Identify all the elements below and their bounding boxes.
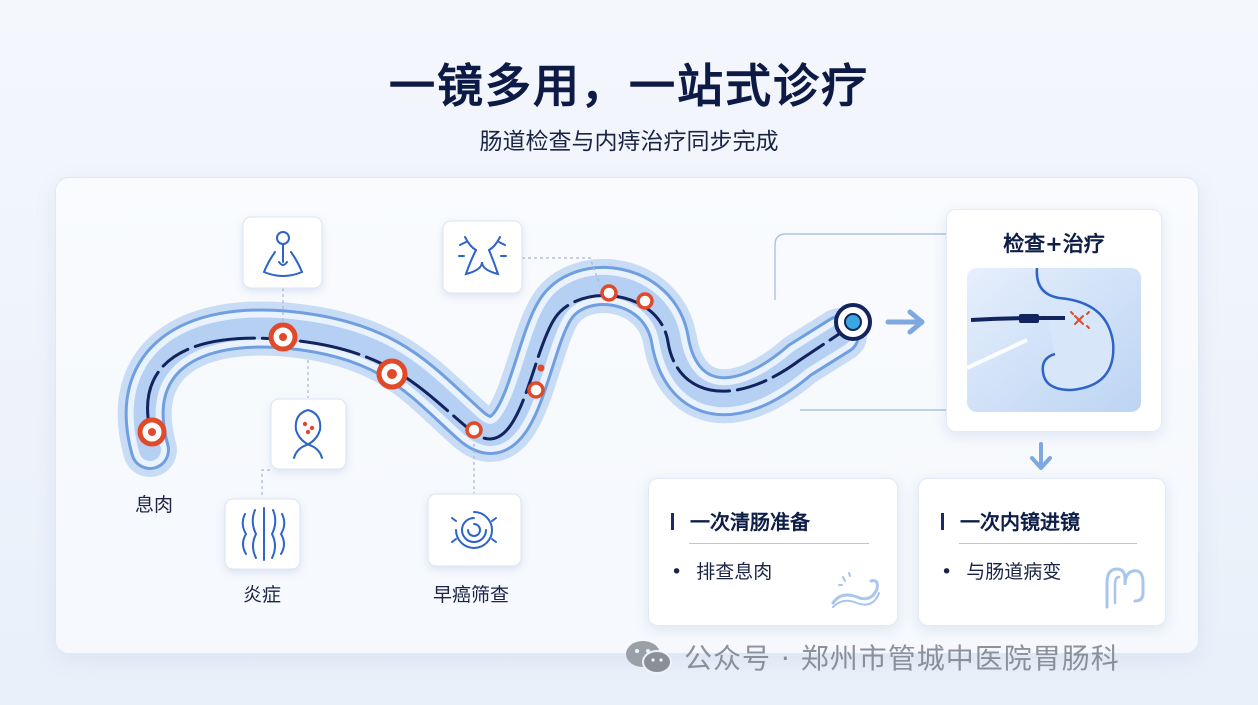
polyp-marker [137, 417, 167, 447]
colon-tube [117, 259, 867, 477]
screening-icon [451, 511, 497, 549]
lesion-marker [465, 421, 483, 439]
label-screening: 早癌筛查 [433, 584, 510, 606]
icon-card-inflammation [270, 398, 347, 470]
arrow-right-icon [885, 309, 925, 335]
divider [959, 543, 1137, 544]
stomach-scope-illustration [967, 268, 1141, 412]
page-title: 一镜多用，一站式诊疗 [389, 59, 869, 113]
villi-icon [241, 507, 286, 561]
lesion-marker [600, 284, 618, 302]
watermark-text: 公众号 · 郑州市管城中医院胃肠科 [684, 642, 1120, 675]
step-item: 排查息肉 [671, 557, 772, 584]
icon-card-villi [224, 498, 301, 570]
leader-lines [261, 257, 601, 498]
person-icon [262, 231, 304, 277]
lesion-marker [537, 364, 545, 372]
lesion-marker [636, 292, 654, 310]
intestine-wave-icon [831, 572, 880, 608]
arrow-down-icon [1030, 442, 1052, 470]
intestine-icon [458, 236, 507, 276]
label-polyp: 息肉 [135, 494, 174, 516]
connector-lines [774, 233, 946, 411]
label-inflammation: 炎症 [243, 584, 282, 606]
icon-card-person [242, 216, 323, 289]
icon-card-stomach [442, 220, 523, 294]
watermark: 公众号 · 郑州市管城中医院胃肠科 [624, 637, 1120, 677]
endoscope-tip-icon [834, 303, 872, 341]
lesion-marker [268, 322, 298, 352]
lesion-marker [376, 358, 408, 390]
lesion-marker [527, 381, 545, 399]
page-subtitle: 肠道检查与内痔治疗同步完成 [479, 129, 779, 155]
inflammation-icon [293, 409, 323, 459]
divider [689, 543, 869, 544]
exam-treatment-card: 检查+治疗 [946, 209, 1162, 432]
icon-card-screening [427, 493, 522, 567]
step-title: 一次清肠准备 [671, 506, 810, 535]
step-item: 与肠道病变 [941, 557, 1061, 584]
exam-treatment-title: 检查+治疗 [1003, 232, 1105, 256]
lesion-markers [137, 284, 654, 447]
colon-outline-icon [1105, 567, 1145, 609]
wechat-icon [626, 641, 672, 674]
step-title: 一次内镜进镜 [941, 506, 1080, 535]
step-card-bowel-prep: 一次清肠准备 排查息肉 [648, 478, 898, 626]
step-card-single-insertion: 一次内镜进镜 与肠道病变 [918, 478, 1166, 626]
